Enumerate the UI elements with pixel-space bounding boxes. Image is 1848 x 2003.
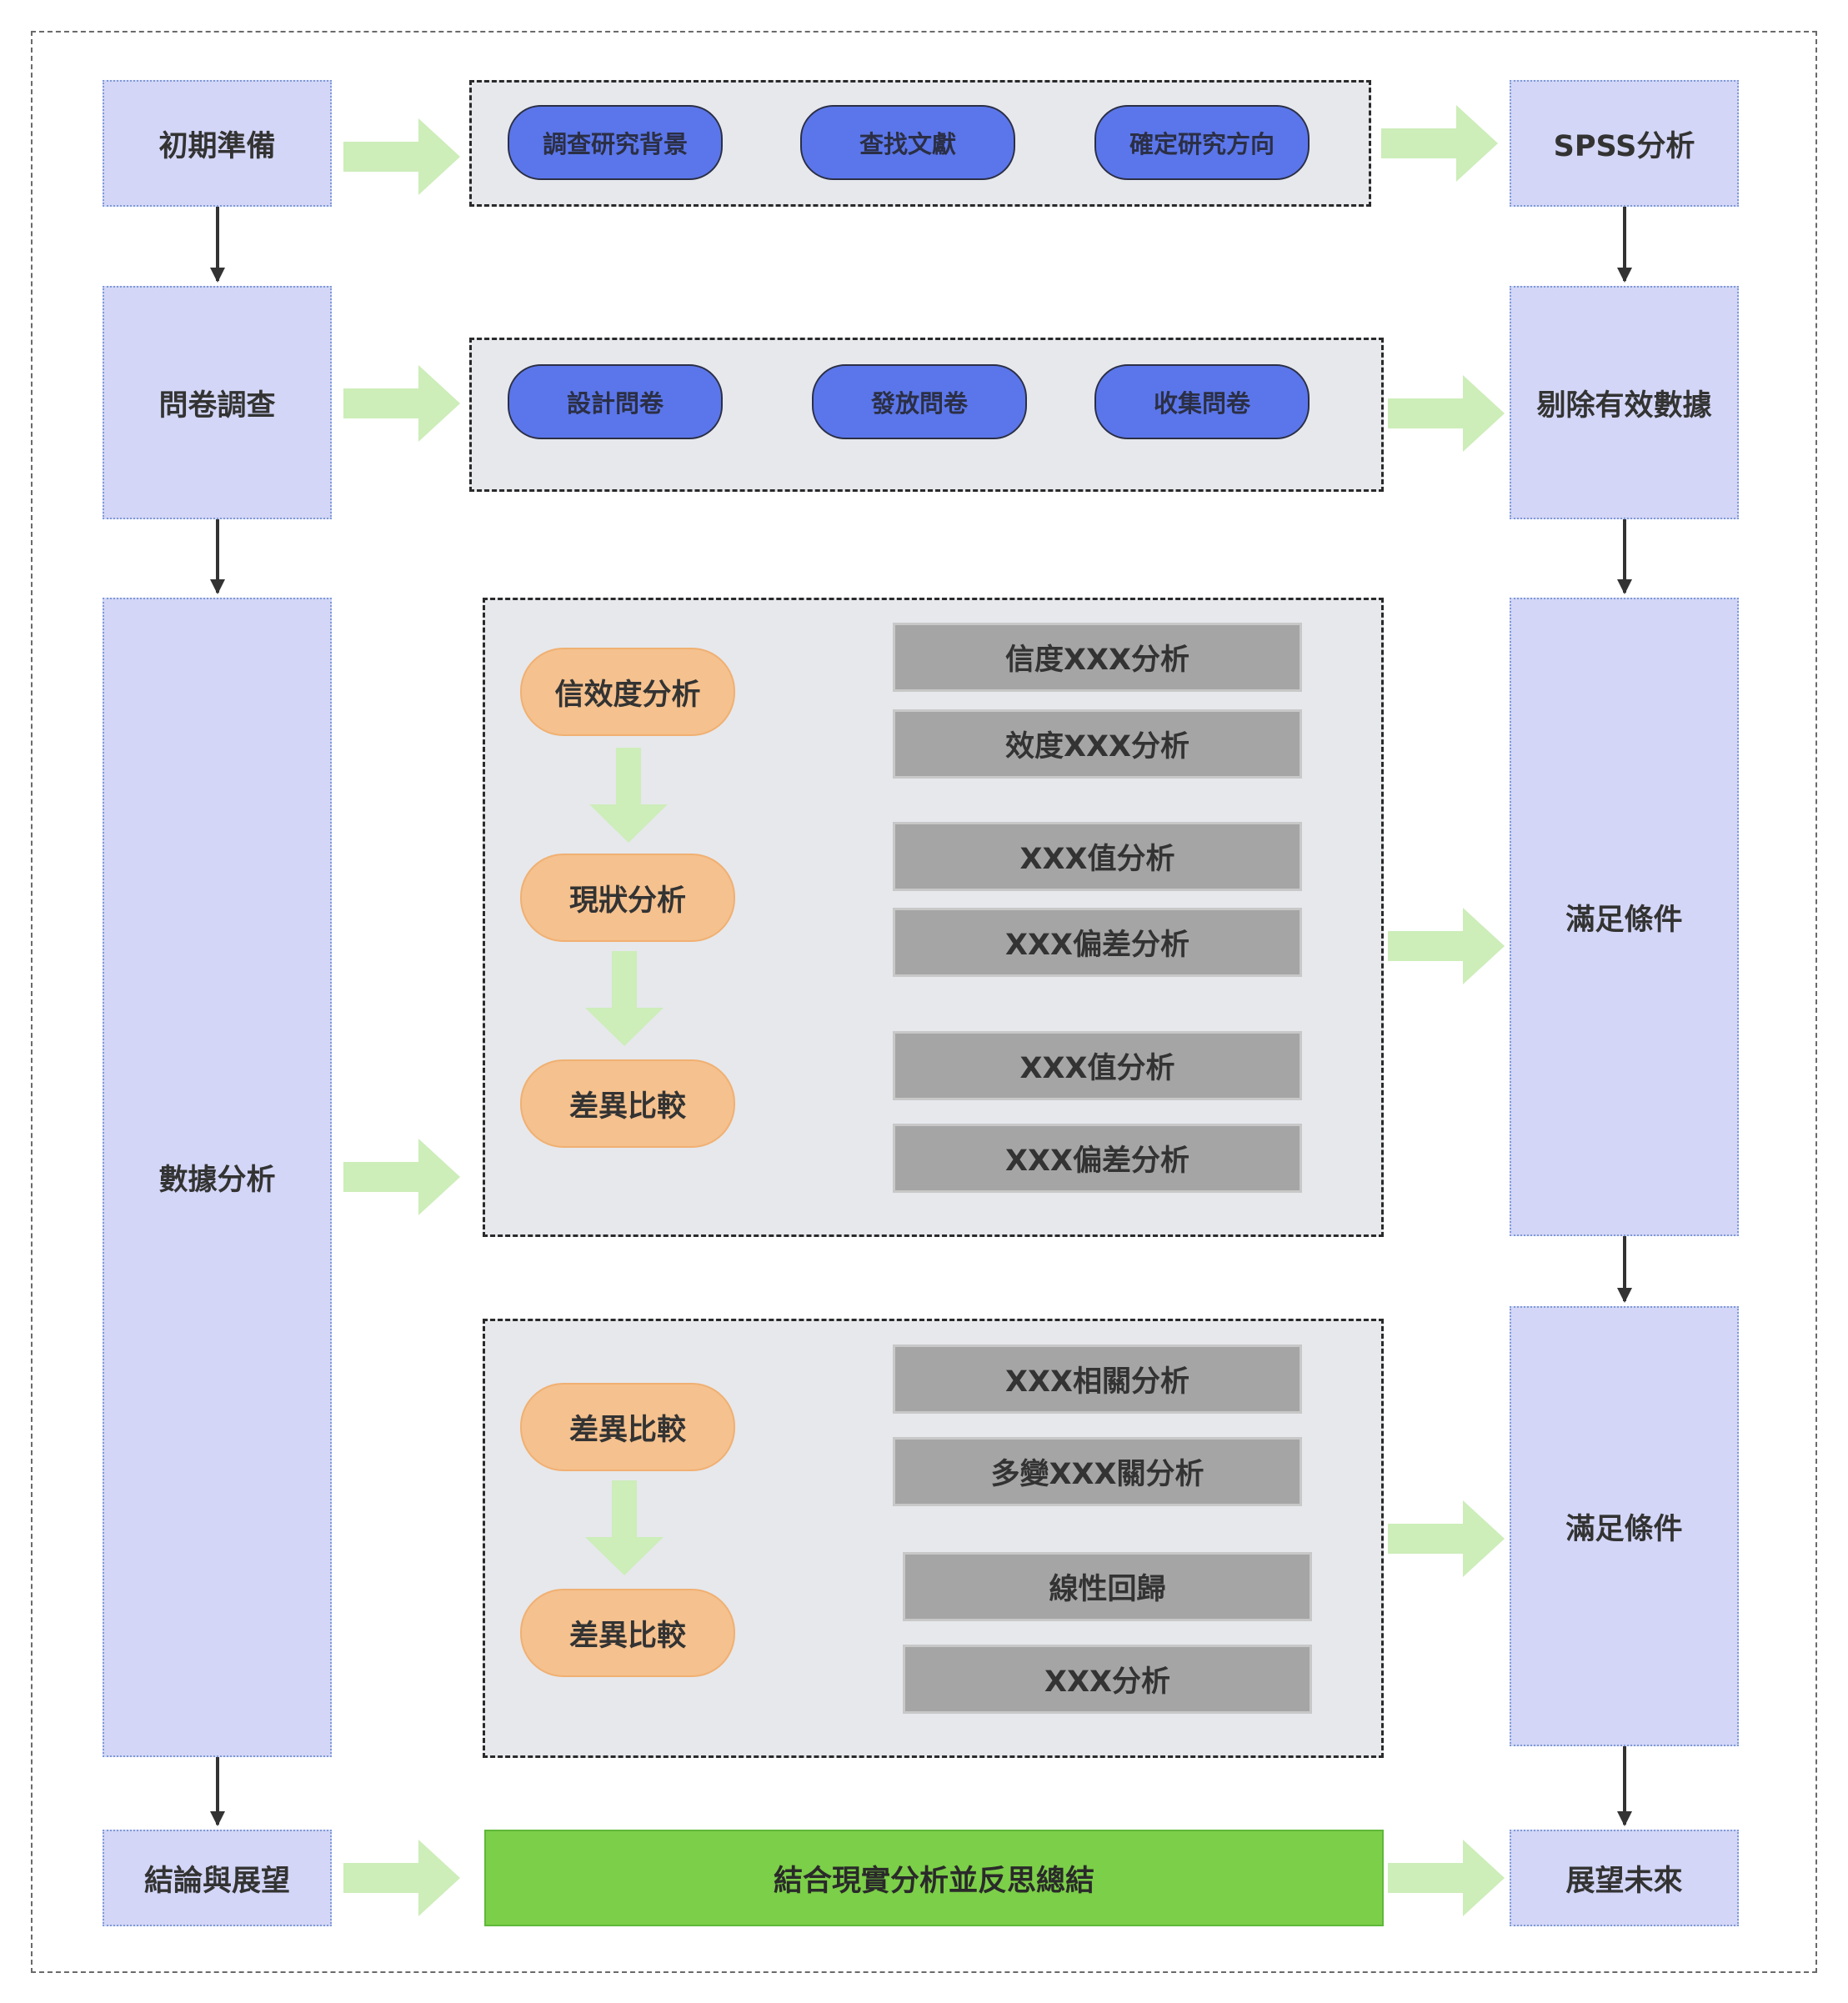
- step-difference-comparison: 差異比較: [520, 1383, 735, 1471]
- stage-condition-2: 滿足條件: [1510, 1306, 1739, 1746]
- flow-arrow-row4-out: [1388, 1500, 1505, 1577]
- flow-arrow-row3-out: [1388, 908, 1505, 984]
- stage-conclusion: 結論與展望: [103, 1830, 332, 1926]
- step-difference-comparison: 差異比較: [520, 1589, 735, 1677]
- pill-collect-questionnaire: 收集問卷: [1094, 364, 1310, 439]
- method-box: 信度XXX分析: [893, 623, 1302, 692]
- diagram-border: [31, 31, 1817, 1973]
- method-box: 線性回歸: [903, 1552, 1312, 1621]
- flow-arrow-row5-out: [1388, 1840, 1505, 1916]
- stage-future-outlook: 展望未來: [1510, 1830, 1739, 1926]
- down-arrow-left-3: [216, 1757, 219, 1825]
- pill-research-direction: 確定研究方向: [1094, 105, 1310, 180]
- method-box: 多變XXX關分析: [893, 1437, 1302, 1506]
- stage-initial-prep: 初期準備: [103, 80, 332, 207]
- method-box: XXX值分析: [893, 822, 1302, 891]
- method-box: 效度XXX分析: [893, 709, 1302, 779]
- stage-condition-1: 滿足條件: [1510, 598, 1739, 1236]
- pill-find-literature: 查找文獻: [800, 105, 1015, 180]
- down-arrow-right-2: [1623, 519, 1626, 593]
- flow-arrow-row1-out: [1381, 105, 1498, 182]
- conclusion-bar: 結合現實分析並反思總結: [484, 1830, 1384, 1926]
- stage-questionnaire: 問卷調查: [103, 286, 332, 519]
- flow-arrow-row3-in: [343, 1139, 460, 1215]
- down-arrow-left-2: [216, 519, 219, 593]
- down-arrow-right-3: [1623, 1236, 1626, 1301]
- flow-arrow-row5-in: [343, 1840, 460, 1916]
- stage-data-analysis: 數據分析: [103, 598, 332, 1757]
- step-difference-comparison: 差異比較: [520, 1059, 735, 1148]
- method-box: XXX偏差分析: [893, 1124, 1302, 1193]
- step-status-analysis: 現狀分析: [520, 854, 735, 942]
- down-arrow-left-1: [216, 207, 219, 281]
- method-box: XXX相關分析: [893, 1345, 1302, 1414]
- pill-distribute-questionnaire: 發放問卷: [812, 364, 1027, 439]
- stage-spss-analysis: SPSS分析: [1510, 80, 1739, 207]
- pill-design-questionnaire: 設計問卷: [508, 364, 723, 439]
- down-arrow-step-2: [585, 951, 664, 1046]
- method-box: XXX值分析: [893, 1031, 1302, 1100]
- method-box: XXX分析: [903, 1645, 1312, 1714]
- stage-remove-data: 剔除有效數據: [1510, 286, 1739, 519]
- down-arrow-step-1: [589, 748, 668, 843]
- step-reliability-validity: 信效度分析: [520, 648, 735, 736]
- flow-arrow-row2-in: [343, 365, 460, 442]
- flow-arrow-row2-out: [1388, 375, 1505, 452]
- down-arrow-step-3: [585, 1480, 664, 1575]
- down-arrow-right-1: [1623, 207, 1626, 281]
- flow-arrow-row1-in: [343, 118, 460, 195]
- down-arrow-right-4: [1623, 1746, 1626, 1825]
- method-box: XXX偏差分析: [893, 908, 1302, 977]
- pill-research-background: 調查研究背景: [508, 105, 723, 180]
